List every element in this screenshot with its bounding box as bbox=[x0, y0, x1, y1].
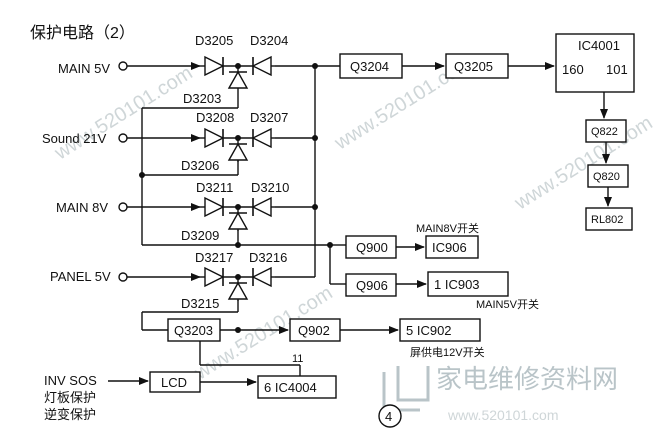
ic902-label: 5 IC902 bbox=[406, 323, 452, 338]
ic4001-pin-out: 101 bbox=[606, 62, 628, 77]
diode-icon bbox=[204, 196, 225, 218]
diode-label: D3208 bbox=[196, 110, 234, 125]
diode-icon bbox=[227, 70, 249, 89]
diode-label: D3204 bbox=[250, 33, 288, 48]
diode-icon bbox=[227, 281, 249, 300]
diode-label: D3215 bbox=[181, 296, 219, 311]
diode-icon bbox=[204, 55, 225, 77]
input-label: Sound 21V bbox=[42, 131, 107, 146]
input-label: PANEL 5V bbox=[50, 269, 111, 284]
ic902-block bbox=[399, 318, 481, 342]
ic903-label: 1 IC903 bbox=[434, 277, 480, 292]
diode-label: D3203 bbox=[183, 91, 221, 106]
ic4004-label: 6 IC4004 bbox=[264, 380, 317, 395]
q906-label: Q906 bbox=[356, 278, 388, 293]
ic4001-block bbox=[555, 33, 635, 93]
diode-group bbox=[200, 266, 275, 301]
q3205-block bbox=[445, 53, 509, 79]
diode-label: D3217 bbox=[195, 250, 233, 265]
watermark-brand: 家电维修资料网 bbox=[436, 364, 618, 394]
page-mark-circle bbox=[378, 404, 402, 428]
diode-icon bbox=[251, 55, 272, 77]
diode-label: D3210 bbox=[251, 180, 289, 195]
input-terminals bbox=[118, 61, 128, 282]
watermark-text: www.520101.com bbox=[50, 62, 196, 165]
pin-11-label: 11 bbox=[292, 353, 303, 365]
lcd-label: LCD bbox=[161, 375, 187, 390]
diode-network bbox=[200, 55, 275, 301]
q3204-label: Q3204 bbox=[350, 59, 389, 74]
diode-label: D3207 bbox=[250, 110, 288, 125]
watermark-logo bbox=[382, 366, 430, 412]
watermark-url: www.520101.com bbox=[447, 407, 559, 423]
input-label: MAIN 8V bbox=[56, 200, 108, 215]
ic903-block bbox=[427, 271, 509, 297]
diode-label: D3209 bbox=[181, 228, 219, 243]
ic906-block bbox=[425, 235, 479, 259]
rl802-label: RL802 bbox=[591, 214, 623, 226]
q820-label: Q820 bbox=[593, 171, 620, 183]
inv-inverter-label: 逆变保护 bbox=[44, 407, 96, 422]
q3205-label: Q3205 bbox=[454, 59, 493, 74]
diode-icon bbox=[204, 266, 225, 288]
inv-sos-label: INV SOS bbox=[44, 373, 97, 388]
q900-label: Q900 bbox=[356, 240, 388, 255]
page-title: 保护电路（2） bbox=[30, 24, 135, 42]
watermark-text: www.520101.com bbox=[510, 112, 656, 215]
diode-icon bbox=[251, 127, 272, 149]
ic4004-block bbox=[257, 375, 337, 399]
junction-dots bbox=[139, 63, 333, 333]
q906-block bbox=[345, 273, 397, 297]
ic4001-label: IC4001 bbox=[578, 38, 620, 53]
screen-12v-note: 屏供电12V开关 bbox=[410, 345, 485, 359]
rl802-block bbox=[585, 207, 633, 231]
main5v-switch-note: MAIN5V开关 bbox=[476, 297, 539, 311]
diode-group bbox=[200, 196, 275, 231]
ic4001-pin-in: 160 bbox=[562, 62, 584, 77]
diode-label: D3205 bbox=[195, 33, 233, 48]
diode-label: D3206 bbox=[181, 158, 219, 173]
ic906-label: IC906 bbox=[432, 240, 467, 255]
input-label: MAIN 5V bbox=[58, 61, 110, 76]
diode-icon bbox=[251, 266, 272, 288]
inv-lamp-label: 灯板保护 bbox=[44, 390, 96, 405]
diode-icon bbox=[251, 196, 272, 218]
page-mark: 4 bbox=[385, 409, 392, 424]
diode-icon bbox=[204, 127, 225, 149]
diode-icon bbox=[227, 142, 249, 161]
main8v-switch-note: MAIN8V开关 bbox=[416, 221, 479, 235]
diode-label: D3216 bbox=[249, 250, 287, 265]
q3203-label: Q3203 bbox=[174, 323, 213, 338]
input-wires bbox=[127, 62, 201, 281]
diode-label: D3211 bbox=[196, 180, 233, 195]
diode-icon bbox=[227, 211, 249, 230]
q822-label: Q822 bbox=[591, 126, 618, 138]
q902-label: Q902 bbox=[298, 323, 330, 338]
diode-group bbox=[200, 55, 275, 90]
